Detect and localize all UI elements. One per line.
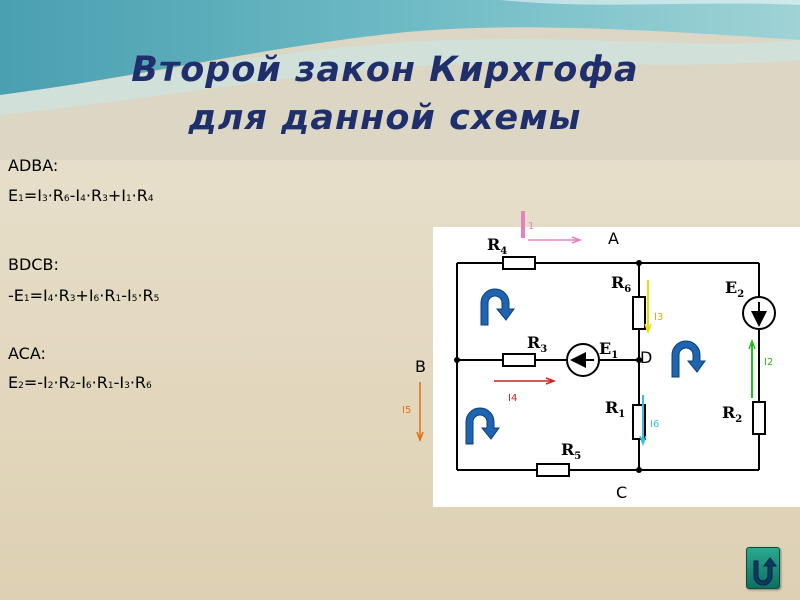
label-r1: R1 — [605, 398, 626, 421]
return-button[interactable] — [746, 547, 780, 589]
loop-arrow-bdcb — [465, 407, 500, 445]
label-r4: R4 — [487, 235, 508, 258]
label-r5: R5 — [561, 440, 582, 463]
equation-aca: E2=-I2·R2-I6·R1-I3·R6 — [8, 373, 152, 392]
node-d-label: D — [640, 348, 653, 367]
equation-adba: E1=I3·R6-I4·R3+I1·R4 — [8, 186, 154, 205]
current-i3-label: I3 — [654, 312, 664, 323]
loop-arrow-adba — [480, 288, 515, 326]
current-i6-label: I6 — [650, 419, 660, 430]
current-i2-label: I2 — [764, 357, 774, 368]
label-r3: R3 — [527, 333, 548, 356]
contour-adba-label: ADBA: — [8, 156, 59, 175]
contour-aca-label: ACA: — [8, 344, 46, 363]
resistor-r4 — [502, 256, 536, 270]
resistor-r6 — [632, 296, 646, 330]
node-a-dot — [636, 260, 642, 266]
label-r2: R2 — [722, 403, 743, 426]
resistor-r3 — [502, 353, 536, 367]
return-arrow-icon — [753, 557, 777, 586]
node-b-dot — [454, 357, 460, 363]
contour-bdcb-label: BDCB: — [8, 255, 59, 274]
current-i3-arrow — [644, 280, 652, 335]
page-title-line-2: для данной схемы — [188, 98, 582, 138]
node-a-label: A — [608, 229, 619, 248]
node-b-label: B — [415, 357, 426, 376]
label-e1: E1 — [599, 339, 619, 362]
resistor-r5 — [536, 463, 570, 477]
source-e2 — [742, 296, 776, 330]
header-wave — [0, 0, 800, 160]
current-i5-arrow — [416, 382, 424, 443]
current-i4-arrow — [494, 377, 557, 385]
node-d-dot — [636, 357, 642, 363]
circuit-panel — [433, 227, 800, 507]
resistor-r2 — [752, 401, 766, 435]
node-c-dot — [636, 467, 642, 473]
current-i5-label: I5 — [402, 405, 412, 416]
current-i2-arrow — [748, 338, 756, 398]
current-i6-arrow — [639, 395, 647, 447]
node-c-label: C — [616, 483, 628, 502]
label-e2: E2 — [725, 278, 745, 301]
loop-arrow-aca — [671, 340, 706, 378]
source-e1 — [566, 343, 600, 377]
page-title-line-1: Второй закон Кирхгофа — [131, 50, 639, 90]
label-r6: R6 — [611, 273, 632, 296]
current-i1-arrow — [521, 211, 583, 244]
current-i1-label: 1 — [528, 221, 535, 232]
current-i4-label: I4 — [508, 393, 518, 404]
equation-bdcb: -E1=I4·R3+I6·R1-I5·R5 — [8, 286, 160, 305]
